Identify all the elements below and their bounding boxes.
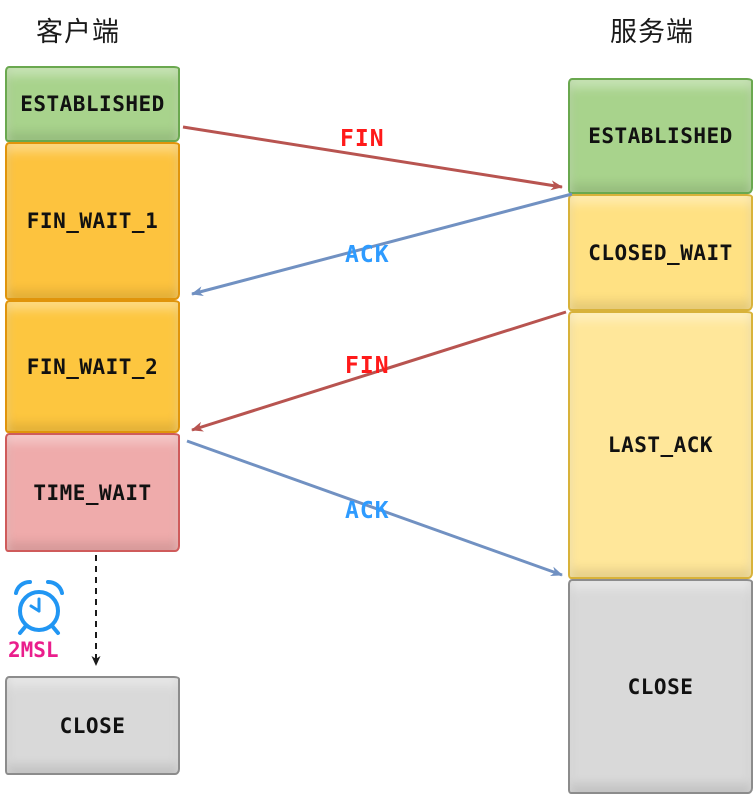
state-label: TIME_WAIT [33,480,152,505]
state-label: LAST_ACK [607,433,714,457]
message-label-fin-2: FIN [345,353,390,379]
state-label: ESTABLISHED [20,92,165,116]
timer-label: 2MSL [8,638,59,662]
client-state-fin-wait-2: FIN_WAIT_2 [5,300,180,433]
client-title: 客户端 [36,17,120,47]
alarm-clock-icon [14,580,64,635]
clock-leg-right [51,625,60,635]
clock-leg-left [18,625,27,635]
clock-bell-left [14,580,32,595]
clock-bell-right [46,580,64,595]
state-label: CLOSE [59,713,126,738]
state-label: FIN_WAIT_2 [26,354,159,379]
client-state-time-wait: TIME_WAIT [5,433,180,552]
client-state-established: ESTABLISHED [5,66,180,142]
server-state-close: CLOSE [568,579,753,794]
message-label-ack-1: ACK [345,242,390,268]
server-title: 服务端 [610,17,694,47]
state-label: CLOSE [627,674,694,699]
server-state-established: ESTABLISHED [568,78,753,194]
state-label: ESTABLISHED [588,124,733,148]
client-state-close: CLOSE [5,676,180,775]
state-label: CLOSED_WAIT [588,240,733,265]
client-state-fin-wait-1: FIN_WAIT_1 [5,142,180,300]
state-label: FIN_WAIT_1 [26,209,159,233]
message-label-fin-1: FIN [340,126,385,152]
server-state-last-ack: LAST_ACK [568,311,753,579]
server-state-closed-wait: CLOSED_WAIT [568,194,753,311]
clock-hand-hour [29,604,41,613]
message-label-ack-2: ACK [345,498,390,524]
